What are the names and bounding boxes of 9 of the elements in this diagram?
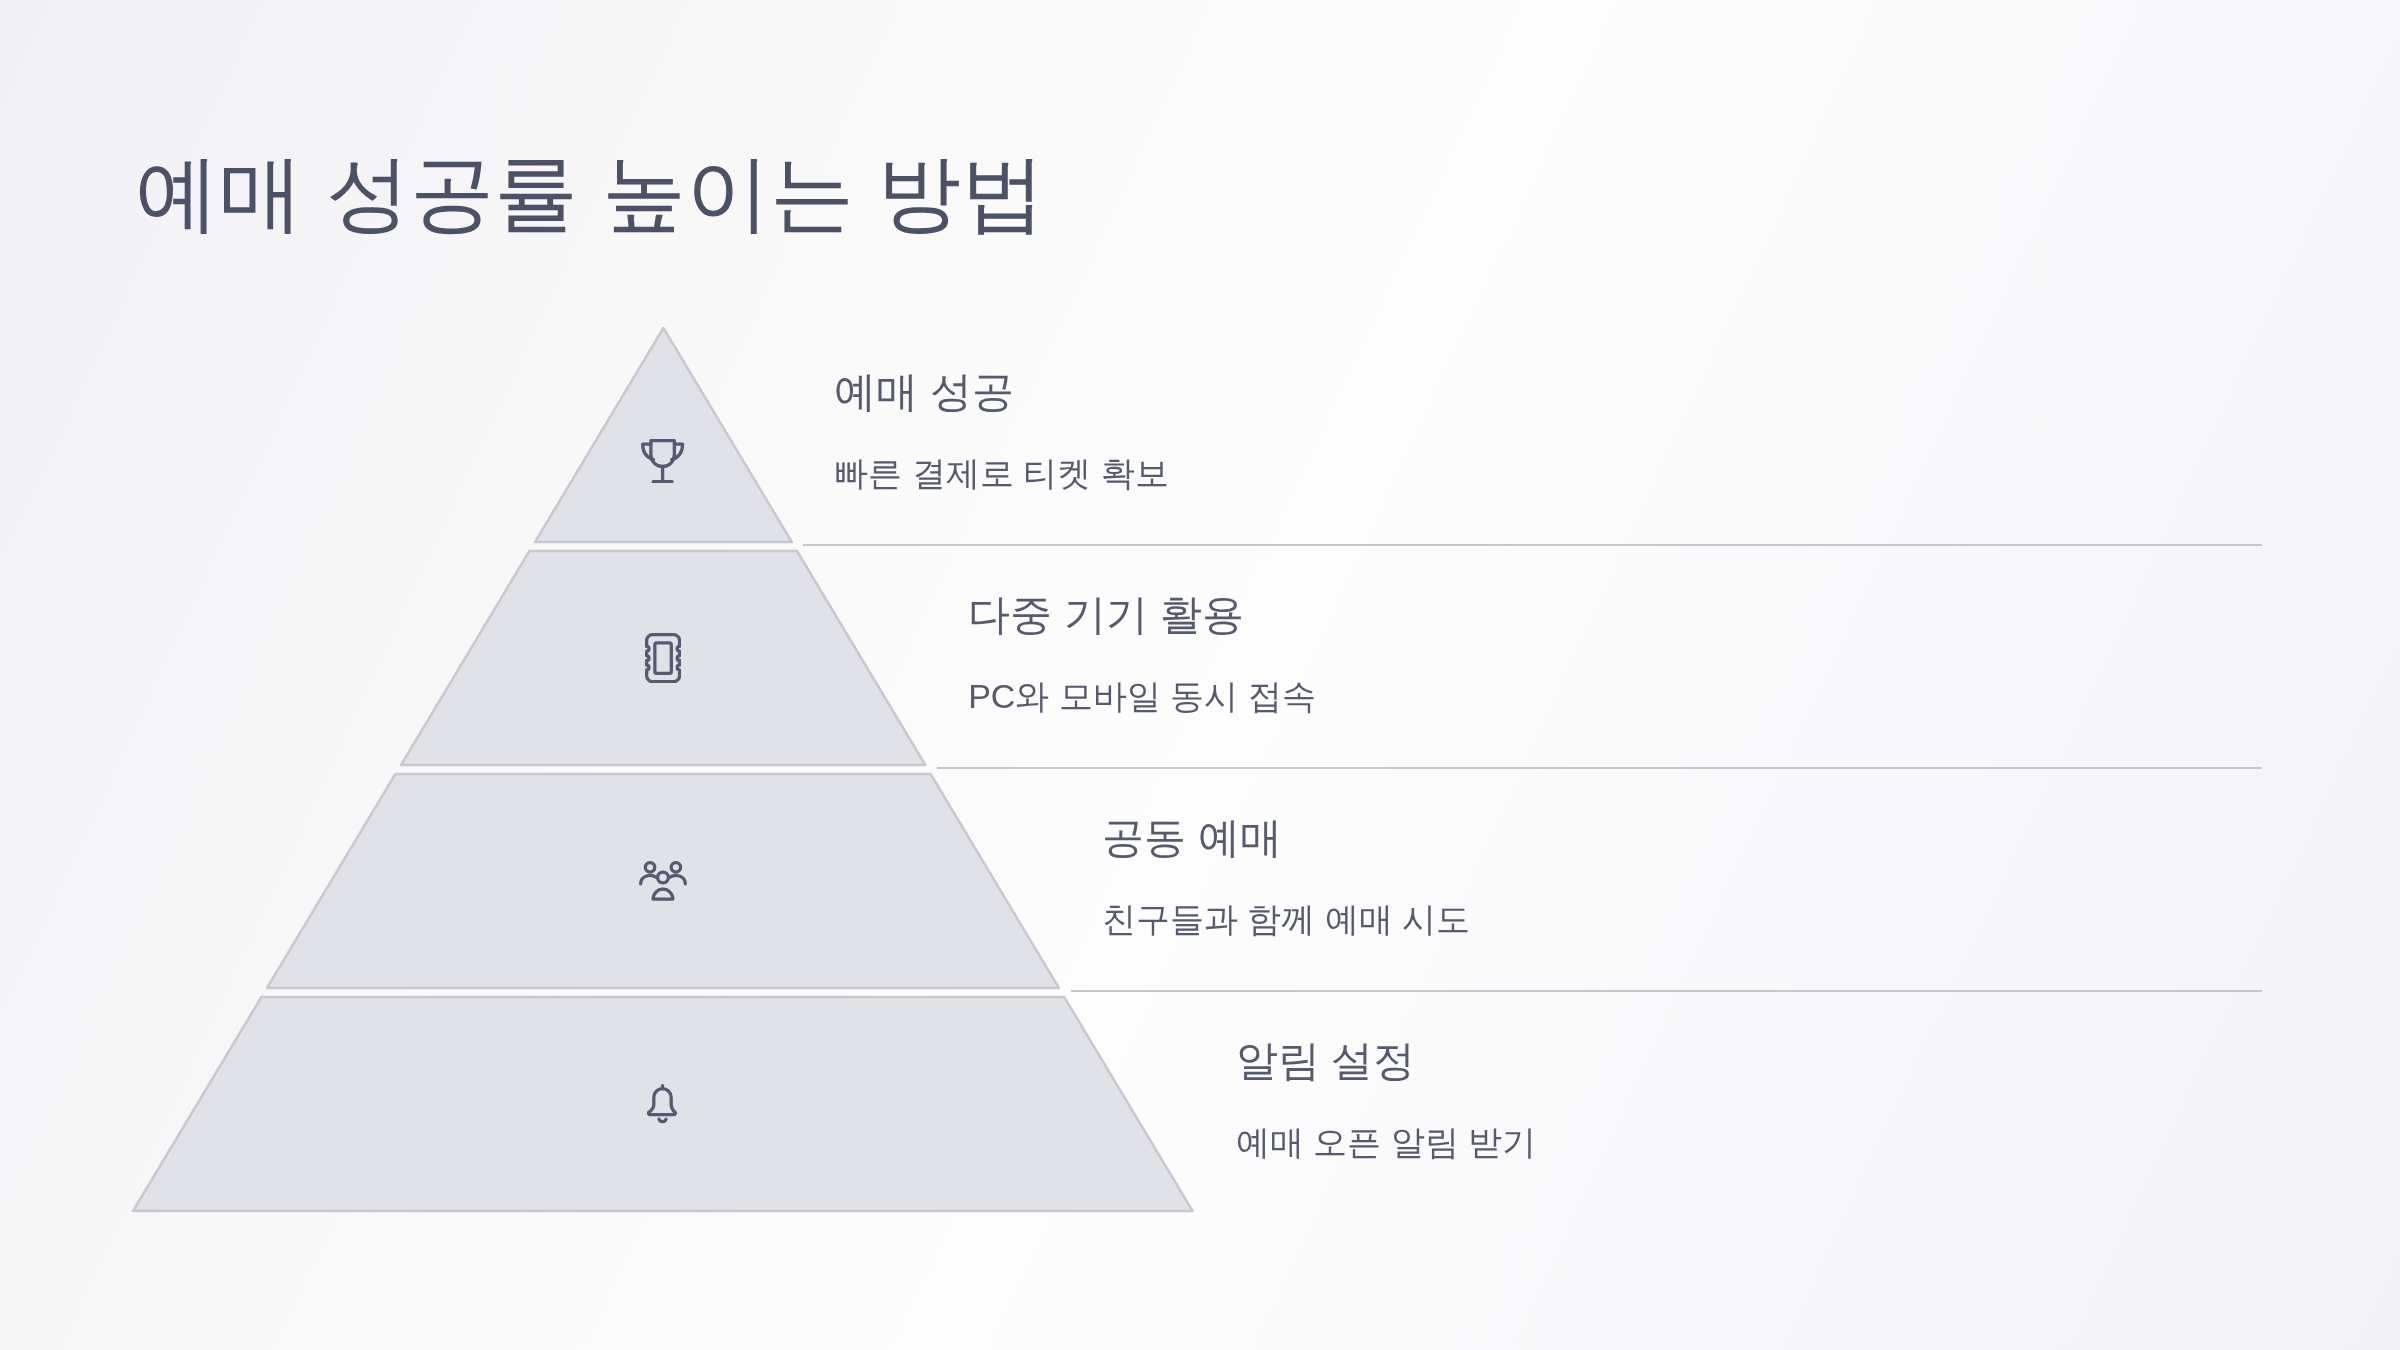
slide-title: 예매 성공률 높이는 방법 <box>135 144 1045 242</box>
tier-heading: 공동 예매 <box>1102 812 1282 863</box>
tier-heading: 알림 설정 <box>1235 1035 1416 1086</box>
tier-description: 친구들과 함께 예매 시도 <box>1102 898 1471 940</box>
tier-description: 빠른 결제로 티켓 확보 <box>834 452 1169 494</box>
tier-heading: 다중 기기 활용 <box>968 589 1244 640</box>
tier-description: 예매 오픈 알림 받기 <box>1235 1121 1537 1163</box>
tier-heading: 예매 성공 <box>834 366 1015 417</box>
tier-description: PC와 모바일 동시 접속 <box>968 675 1316 717</box>
